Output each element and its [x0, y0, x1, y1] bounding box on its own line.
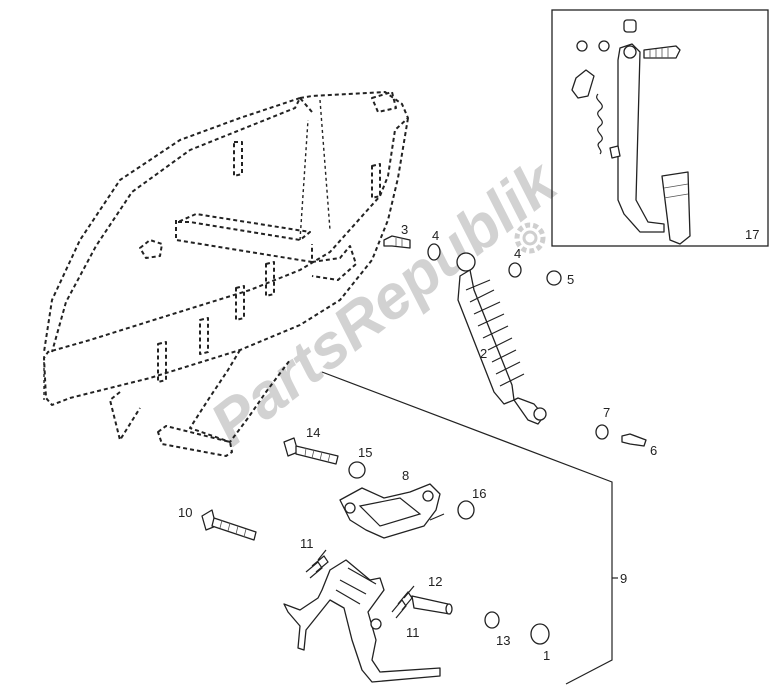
callout-2: 2: [480, 346, 487, 361]
callout-13: 13: [496, 633, 510, 648]
callout-7: 7: [603, 405, 610, 420]
callout-3: 3: [401, 222, 408, 237]
callout-17: 17: [745, 227, 759, 242]
callout-10: 10: [178, 505, 192, 520]
callout-11-upper: 11: [300, 536, 314, 551]
callout-9: 9: [620, 571, 627, 586]
pin: [411, 595, 453, 615]
callout-labels: 1 2 3 4 4 5 6 7 8 9 10 11 11 12 13 14 15…: [178, 222, 759, 663]
callout-15: 15: [358, 445, 372, 460]
bolts: [201, 437, 339, 541]
engine-bracket: [339, 483, 445, 539]
callout-6: 6: [650, 443, 657, 458]
gear-icon: [514, 222, 546, 254]
frame-assembly: [43, 91, 409, 457]
side-stand-inset: [551, 9, 769, 247]
watermark: PartsRepublik: [198, 146, 572, 459]
callout-12: 12: [428, 574, 442, 589]
hardware-items: [348, 235, 647, 645]
callout-8: 8: [402, 468, 409, 483]
svg-text:PartsRepublik: PartsRepublik: [198, 146, 572, 459]
leader-lines: [321, 371, 618, 685]
callout-4-lower: 4: [514, 246, 521, 261]
callout-14: 14: [306, 425, 320, 440]
callout-11-lower: 11: [406, 625, 420, 640]
callout-16: 16: [472, 486, 486, 501]
shock-absorber: [456, 252, 547, 425]
springs: [305, 549, 415, 619]
callout-5: 5: [567, 272, 574, 287]
callout-4-upper: 4: [432, 228, 439, 243]
center-stand: [283, 559, 441, 683]
callout-1: 1: [543, 648, 550, 663]
